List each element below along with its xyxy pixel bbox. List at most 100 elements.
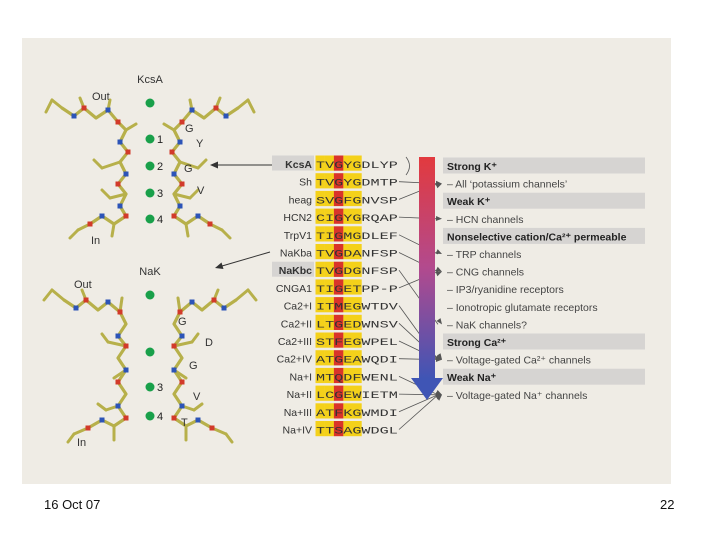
connector-arrowhead [435, 216, 442, 221]
conserved-highlight [343, 297, 353, 313]
conserved-highlight [343, 190, 353, 207]
conserved-highlight [352, 173, 362, 189]
conserved-highlight [352, 279, 362, 295]
filter-highlight [333, 173, 344, 189]
category-label: Weak K⁺ [447, 196, 491, 208]
conserved-highlight [343, 208, 353, 224]
connector-arrowhead [435, 266, 442, 272]
category-item: – All ‘potassium channels’ [447, 179, 567, 191]
gradient-arrow-shaft [419, 157, 435, 379]
conserved-highlight [343, 385, 353, 401]
conserved-highlight [352, 385, 362, 401]
category-label: – CNG channels [447, 267, 524, 279]
alignment-row-sequence: TVGYGDLYP [316, 160, 398, 172]
alignment-row-sequence: TVGDANFSP [316, 249, 398, 261]
category-label: Nonselective cation/Ca²⁺ permeable [447, 231, 627, 243]
conserved-highlight [324, 173, 335, 189]
conserved-highlight [352, 332, 362, 348]
alignment-row-sequence: TVGDGNFSP [316, 266, 398, 278]
conserved-highlight [324, 208, 335, 224]
figure-panel: KcsA Out In 1 2 3 4 G Y G V NaK Out In 3… [22, 38, 671, 484]
arrow-nak-line [221, 251, 271, 267]
category-item: – NaK channels? [447, 319, 527, 331]
alignment-row-name: Ca2+IV [277, 354, 312, 366]
side-chain-stick [188, 188, 200, 200]
alignment-row-sequence: LTGEDWNSV [316, 319, 399, 331]
conserved-highlight [343, 261, 353, 277]
nak-title: NaK [139, 266, 161, 278]
side-chain-stick [190, 332, 200, 344]
alignment-row-name: Na+IV [283, 425, 312, 437]
conserved-highlight [315, 173, 325, 189]
alignment-row-name: Ca2+III [278, 336, 312, 348]
conserved-highlight [324, 385, 335, 401]
alignment-row-sequence: ATGEAWQDI [316, 355, 398, 367]
alignment-row-name: NaKba [280, 248, 312, 260]
filter-highlight [333, 350, 344, 366]
oxygen-atom [179, 119, 185, 125]
alignment-row-name: HCN2 [283, 212, 312, 224]
nitrogen-atom [189, 299, 195, 305]
conserved-highlight [315, 350, 325, 366]
alignment-row: Ca2+II LTGEDWNSV [281, 314, 399, 331]
nak-structure: NaK Out In 3 4 G D G V T [42, 266, 258, 449]
nak-residue-d: D [205, 337, 213, 349]
category-header: Nonselective cation/Ca²⁺ permeable [443, 227, 645, 244]
kcsa-site-3: 3 [157, 188, 163, 200]
alignment-row-name: Ca2+II [281, 318, 312, 330]
conserved-highlight [352, 226, 362, 242]
conserved-highlight [343, 367, 353, 384]
conserved-highlight [315, 261, 325, 277]
nak-site-3: 3 [157, 382, 163, 394]
conserved-highlight [315, 155, 325, 171]
alignment-row-name: TrpV1 [284, 230, 312, 242]
conserved-highlight [352, 314, 362, 330]
conserved-highlight [352, 350, 362, 366]
conserved-highlight [315, 332, 325, 348]
oxygen-atom [115, 181, 121, 187]
side-chain-stick [66, 432, 76, 444]
row-shade [272, 261, 314, 277]
conserved-highlight [315, 367, 325, 384]
alignment-row: TrpV1 TIGMGDLEF [284, 226, 398, 243]
filter-highlight [333, 314, 344, 330]
nak-left-strand [42, 288, 129, 444]
selectivity-gradient-arrow [411, 157, 443, 400]
category-label: Weak Na⁺ [447, 372, 497, 384]
category-label: – Voltage-gated Ca²⁺ channels [447, 355, 591, 367]
alignment-row-name: NaKbc [279, 265, 312, 277]
oxygen-atom [125, 149, 131, 155]
footer-page-number: 22 [660, 497, 675, 512]
oxygen-atom [83, 297, 89, 303]
alignment-row-sequence: TIGMGDLEF [316, 231, 398, 243]
conserved-highlight [343, 421, 353, 437]
category-item: – IP3/ryanidine receptors [447, 284, 564, 296]
side-chain-stick [162, 122, 176, 132]
nitrogen-atom [179, 403, 185, 409]
kcsa-left-strand [44, 96, 138, 240]
conserved-highlight [343, 173, 353, 189]
alignment-row-sequence: MTQDFWENL [316, 372, 398, 384]
conserved-highlight [324, 297, 335, 313]
nitrogen-atom [115, 333, 121, 339]
alignment-row-name: Na+III [284, 407, 312, 419]
nitrogen-atom [99, 417, 105, 423]
alignment-row-sequence: LCGEWIETM [316, 390, 398, 402]
side-chain-stick [246, 288, 258, 302]
alignment-row-sequence: STFEGWPEL [316, 337, 398, 349]
nitrogen-atom [195, 417, 201, 423]
side-chain-stick [44, 98, 54, 114]
category-band [443, 368, 645, 385]
side-chain-stick [106, 340, 128, 348]
conserved-highlight [324, 261, 335, 277]
side-chain-stick [108, 192, 128, 200]
side-chain-stick [224, 432, 234, 444]
oxygen-atom [123, 415, 129, 421]
oxygen-atom [171, 213, 177, 219]
conserved-highlight [343, 279, 353, 295]
oxygen-atom [179, 181, 185, 187]
conserved-highlight [315, 403, 325, 419]
